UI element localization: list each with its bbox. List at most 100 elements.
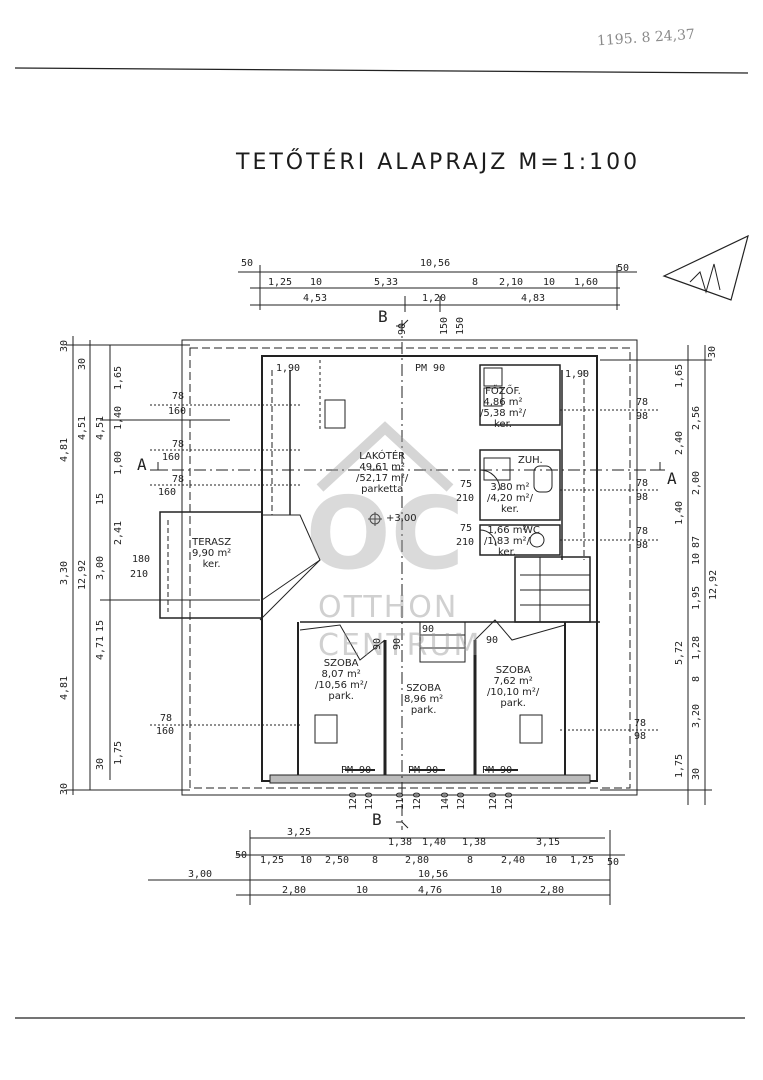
win-l-2-w: 78	[172, 474, 185, 485]
dim-bot-r2-8: 10	[545, 855, 558, 866]
watermark-logo-text: OC	[306, 475, 464, 592]
dim-bot-r2-3: 2,50	[325, 855, 350, 866]
dim-top-r2-3: 8	[472, 277, 479, 288]
dim-right-10: 1,28	[691, 635, 702, 660]
win-r-1-w: 78	[636, 478, 649, 489]
dim-top-r2-6: 1,60	[574, 277, 599, 288]
room-wc: 1,66 m² /1,83 m²/ ker.	[484, 525, 530, 558]
dim-b-0: 90	[397, 322, 408, 335]
under-1: 120	[364, 791, 375, 810]
win-l-2-h: 160	[158, 487, 177, 498]
dim-right-2: 2,56	[691, 405, 702, 430]
dim-bot-r2-6: 8	[467, 855, 474, 866]
dim-top-r2-2: 5,33	[374, 277, 399, 288]
dim-bm-right: 1,90	[565, 369, 590, 380]
dim-top-r1-1: 10,56	[420, 258, 451, 269]
watermark-logo-icon: OC	[300, 418, 470, 668]
dim-left-inner-3: 15	[95, 492, 106, 505]
section-a-left: A	[137, 455, 147, 474]
dim-left-outer-2: 3,30	[59, 560, 70, 585]
north-arrow-icon	[662, 234, 749, 301]
dim-bot-r3-1: 10,56	[418, 869, 449, 880]
dim-left-inner-2: 1,00	[113, 450, 124, 475]
dim-top-r2-5: 10	[543, 277, 556, 288]
dim-bot-r2-9: 1,25	[570, 855, 595, 866]
dim-top-r3-1: 1,20	[422, 293, 447, 304]
dim-b-1: 150	[439, 316, 450, 335]
win-r-1-h: 98	[636, 492, 649, 503]
dim-top-r1-0: 50	[241, 258, 254, 269]
door-wc-h: 210	[456, 537, 475, 548]
room-fozo: FŐZŐF. 4,86 m² /5,38 m²/ ker.	[480, 386, 526, 430]
dim-top-r2-0: 1,25	[268, 277, 293, 288]
pm-bottom-0: PM 90	[341, 765, 372, 776]
dim-bot-r1-0: 3,25	[287, 827, 312, 838]
under-2: 110	[395, 791, 406, 810]
dim-bot-r1-1: 1,38	[388, 837, 413, 848]
dim-left-outer-1: 4,81	[59, 437, 70, 462]
win-r-0-w: 78	[636, 397, 649, 408]
win-r-2-h: 98	[636, 540, 649, 551]
under-4: 120	[456, 791, 467, 810]
dim-right-0: 30	[707, 345, 718, 358]
dim-top-r2-4: 2,10	[499, 277, 524, 288]
room-szoba-3: SZOBA 7,62 m² /10,10 m²/ park.	[487, 665, 540, 709]
dim-left-outer-4: 30	[59, 782, 70, 795]
section-b-top: B	[378, 307, 388, 326]
dim-bot-r4-2: 4,76	[418, 885, 443, 896]
door-terrace-w: 180	[132, 554, 151, 565]
dim-bot-r1-4: 3,15	[536, 837, 561, 848]
win-l-1-h: 160	[162, 452, 181, 463]
room-lakoter: LAKÓTÉR 49,61 m² /52,17 m²/ parketta	[356, 451, 409, 495]
dim-bot-r4-0: 2,80	[282, 885, 307, 896]
stair-dim-0: 90	[372, 637, 383, 650]
dim-left-mid-5: 30	[95, 757, 106, 770]
dim-left-mid-4: 4,51	[95, 415, 106, 440]
under-7: 120	[412, 791, 423, 810]
door-terrace-h: 210	[130, 569, 149, 580]
dim-left-mid-3: 4,71	[95, 635, 106, 660]
dim-left-inner-4: 2,41	[113, 520, 124, 545]
door-zuh-w: 75	[460, 479, 473, 490]
dim-bot-r2-0: 50	[235, 850, 248, 861]
win-r-0-h: 98	[636, 411, 649, 422]
dim-right-11: 8	[691, 675, 702, 682]
dim-left-outer-3: 4,81	[59, 675, 70, 700]
section-b-bottom: B	[372, 810, 382, 829]
under-5: 120	[488, 791, 499, 810]
stair-dim-1: 90	[392, 637, 403, 650]
dim-right-8: 1,95	[691, 585, 702, 610]
dim-right-6: 87	[691, 535, 702, 548]
dim-left-outer-0: 30	[59, 339, 70, 352]
room-szoba-2: SZOBA 8,96 m² park.	[404, 683, 444, 716]
win-r-2-w: 78	[636, 526, 649, 537]
dim-right-3: 2,40	[674, 430, 685, 455]
dim-left-inner-1: 1,40	[113, 405, 124, 430]
room-zuh-name: ZUH.	[518, 455, 543, 466]
door-zuh-h: 210	[456, 493, 475, 504]
stair-dim-3: 90	[486, 635, 499, 646]
dim-bot-r4-4: 2,80	[540, 885, 565, 896]
dim-top-r3-0: 4,53	[303, 293, 328, 304]
watermark-line1: OTTHON	[318, 590, 459, 625]
dim-right-13: 1,75	[674, 753, 685, 778]
win-l-0-w: 78	[172, 391, 185, 402]
dim-right-9: 5,72	[674, 640, 685, 665]
dim-bot-r2-7: 2,40	[501, 855, 526, 866]
room-wc-name: WC	[523, 525, 540, 536]
dim-left-mid-1: 4,51	[77, 415, 88, 440]
dim-left-inner-5: 3,00	[95, 555, 106, 580]
win-l-3-h: 160	[156, 726, 175, 737]
win-l-1-w: 78	[172, 439, 185, 450]
dim-right-12: 3,20	[691, 703, 702, 728]
stair-dim-2: 90	[422, 624, 435, 635]
dim-right-7: 10	[691, 552, 702, 565]
dim-bot-r3-0: 3,00	[188, 869, 213, 880]
dim-bot-r1-3: 1,38	[462, 837, 487, 848]
win-l-3-w: 78	[160, 713, 173, 724]
dim-bot-r2-5: 2,80	[405, 855, 430, 866]
dim-left-inner-7: 1,75	[113, 740, 124, 765]
dim-left-mid-2: 12,92	[77, 559, 88, 590]
dim-bot-r4-3: 10	[490, 885, 503, 896]
